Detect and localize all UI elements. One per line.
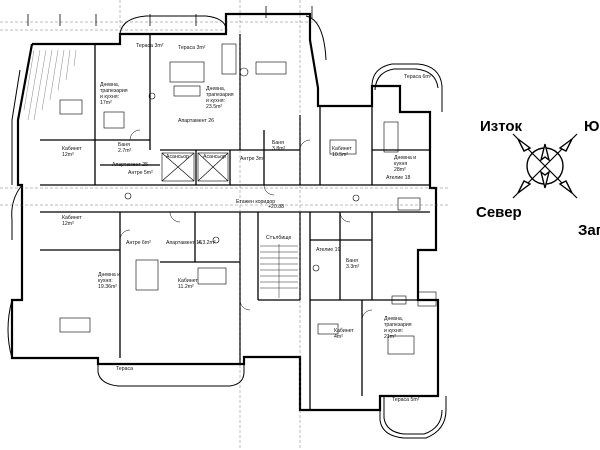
label-atelier-19: Ателие 19 [316, 247, 341, 253]
compass-rose [512, 133, 578, 199]
label-area-32: 4.3.2m² [198, 240, 216, 246]
label-apartment-26: Апартамент 26 [178, 118, 214, 124]
label-atelier-18: Ателие 18 [386, 175, 411, 181]
terrace-hatching [23, 49, 77, 121]
label-cabinet-12-nw: Кабинет 12m² [62, 146, 83, 158]
label-lift-1: Асансьор [166, 154, 189, 160]
label-antre-5: Антре 5m² [128, 170, 153, 176]
label-living-n: Дневна, трапезария и кухня: 23.5m² [206, 86, 235, 110]
label-terrace-s: Тераса [116, 366, 133, 372]
label-corridor: Етажен коридор [236, 199, 275, 205]
label-living-se: Дневна, трапезария и кухня: 21m² [384, 316, 413, 340]
label-cabinet-12-w: Кабинет 12m² [62, 215, 83, 227]
label-terrace-se: Тераса 5m² [392, 397, 420, 403]
lift-shafts [161, 152, 229, 182]
label-stairs: Стълбище [266, 235, 291, 241]
room-labels: Тераса 3m² Тераса 3m² Тераса 6m² Дневна,… [62, 43, 432, 403]
compass-north: Север [476, 204, 522, 221]
label-cabinet-4: Кабинет 4m² [334, 328, 355, 340]
dimension-lines [0, 0, 450, 450]
label-cabinet-112: Кабинет 11.2m² [178, 278, 199, 290]
compass-east: Изток [480, 118, 523, 135]
label-terrace-n: Тераса 3m² [178, 45, 206, 51]
label-bath-38: Баня 3.8m² [272, 140, 286, 152]
label-lift-2: Асансьор [203, 154, 226, 160]
label-cabinet-105: Кабинет 10.5m² [332, 146, 353, 158]
compass-labels: Изток Юг Север Запад [476, 118, 600, 239]
stairs-treads [260, 244, 298, 298]
label-bath-27: Баня 2.7m² [118, 142, 132, 154]
furniture [59, 43, 437, 355]
label-antre-3: Антре 3m² [240, 156, 265, 162]
compass-south: Юг [584, 118, 600, 135]
terraces [7, 15, 447, 439]
label-terrace-ne: Тераса 6m² [404, 74, 432, 80]
compass-west: Запад [578, 222, 600, 239]
door-swings [119, 129, 373, 321]
label-living-nw: Дневна, трапезария и кухня: 17m² [100, 82, 129, 106]
label-apartment-16: Апартамент 16 [166, 240, 202, 246]
label-terrace-nw: Тераса 3m² [136, 43, 164, 49]
label-bath-33: Баня 3.3m² [346, 258, 360, 270]
label-apartment-25: Апартамент 25 [112, 162, 148, 168]
label-living-sw: Дневна и кухня: 19.36m² [98, 272, 122, 290]
label-level: +20.88 [268, 204, 284, 210]
label-antre-6: Антре 6m² [126, 240, 151, 246]
label-living-e: Дневна и кухня 28m² [394, 155, 418, 173]
tick-marks [27, 6, 313, 26]
